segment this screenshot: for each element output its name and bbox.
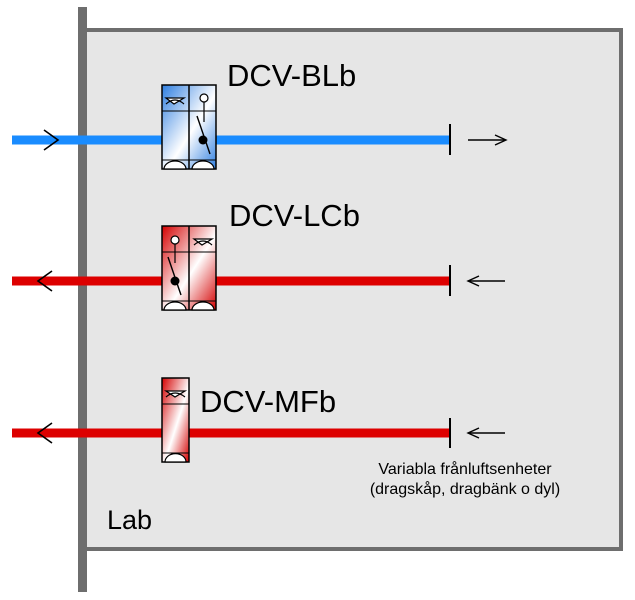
supply-outer-arrow	[43, 129, 60, 151]
note-line-2: (dragskåp, dragbänk o dyl)	[369, 481, 561, 498]
supply-room-arrow	[468, 134, 508, 146]
note-line-1: Variabla frånluftsenheter	[378, 461, 552, 478]
unit-label-dcv-lcb: DCV-LCb	[229, 198, 360, 233]
dcv-mfb-unit	[161, 377, 190, 463]
exhaust-1-outer-arrow	[36, 270, 53, 292]
dcv-blb-unit	[161, 84, 217, 170]
exhaust-2-room-arrow	[466, 427, 505, 439]
exhaust-units-note: Variabla frånluftsenheter (dragskåp, dra…	[345, 460, 585, 500]
exhaust-1-room-arrow	[466, 275, 505, 287]
exhaust-2-outer-arrow	[36, 422, 53, 444]
room-wall	[78, 7, 87, 592]
room-label: Lab	[107, 505, 153, 535]
unit-label-dcv-mfb: DCV-MFb	[200, 384, 337, 419]
dcv-lcb-unit	[161, 225, 217, 311]
unit-label-dcv-blb: DCV-BLb	[227, 58, 357, 93]
